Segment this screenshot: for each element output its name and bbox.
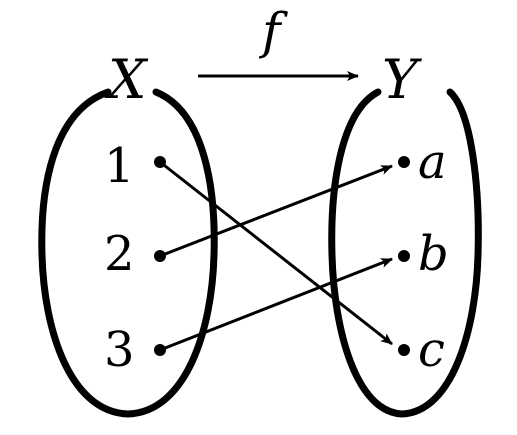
codomain-element-b-label: b (418, 226, 449, 282)
domain-element-1-label: 1 (104, 138, 135, 194)
mapping-arrow-3-to-b (159, 257, 393, 352)
map-label: f (258, 2, 288, 60)
mapping-arrow-2-to-a (159, 164, 393, 258)
codomain-element-a-dot (398, 156, 410, 168)
codomain-element-b-dot (398, 250, 410, 262)
domain-element-2-label: 2 (104, 226, 135, 282)
domain-element-3-label: 3 (104, 322, 135, 378)
codomain-element-a-label: a (418, 134, 447, 190)
mapping-arrow-1-to-c (159, 160, 393, 346)
codomain-set-label: Y (382, 48, 422, 111)
codomain-element-c-dot (398, 344, 410, 356)
codomain-element-c-label: c (418, 322, 445, 378)
codomain-set-outline (328, 88, 482, 418)
domain-set-outline (38, 88, 218, 418)
domain-set-label: X (104, 48, 149, 111)
